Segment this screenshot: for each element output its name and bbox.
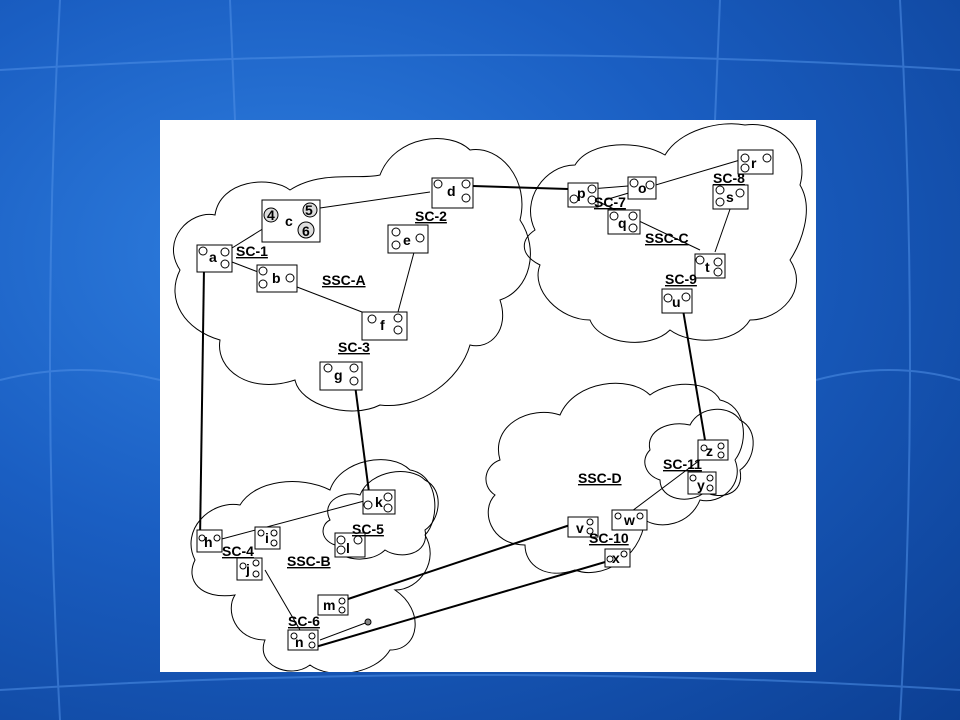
cluster-label-sc-11: SC-11 (663, 456, 702, 472)
node-label-r: r (751, 155, 757, 171)
cluster-label-sc-5: SC-5 (352, 521, 384, 537)
sub-node-6: 6 (302, 223, 310, 239)
link-u-z (682, 309, 706, 441)
node-label-i: i (265, 530, 269, 546)
cloud-sc-11 (644, 408, 754, 500)
node-label-h: h (204, 534, 213, 550)
cluster-label-sc-7: SC-7 (594, 194, 626, 210)
cluster-label-sc-9: SC-9 (665, 271, 697, 287)
node-label-g: g (334, 367, 343, 383)
link-g-k (354, 384, 371, 501)
node-label-j: j (245, 561, 250, 577)
node-label-x: x (612, 550, 620, 566)
node-label-n: n (295, 634, 304, 650)
node-label-v: v (576, 520, 584, 536)
node-label-c: c (285, 213, 293, 229)
node-label-k: k (375, 494, 383, 510)
link-n-x (311, 559, 613, 649)
cluster-label-sc-1: SC-1 (236, 243, 268, 259)
cluster-label-sc-4: SC-4 (222, 543, 254, 559)
link-a-h (199, 267, 205, 541)
network-diagram: a b c d e f g h i j k l m n o p q r s t … (173, 123, 807, 674)
node-label-m: m (323, 597, 335, 613)
domain-label-ssc-b: SSC-B (287, 553, 331, 569)
node-label-s: s (726, 189, 734, 205)
link-d-p (472, 185, 569, 190)
node-label-l: l (346, 540, 350, 556)
sub-node-4: 4 (267, 207, 275, 223)
domain-label-ssc-d: SSC-D (578, 470, 622, 486)
node-label-w: w (623, 512, 635, 528)
cluster-label-sc-3: SC-3 (338, 339, 370, 355)
cluster-label-sc-10: SC-10 (589, 530, 629, 546)
node-label-t: t (705, 259, 710, 275)
node-label-o: o (638, 180, 647, 196)
cluster-label-sc-8: SC-8 (713, 170, 745, 186)
domain-label-ssc-a: SSC-A (322, 272, 366, 288)
node-label-y: y (697, 477, 705, 493)
node-label-p: p (577, 185, 586, 201)
node-label-d: d (447, 183, 456, 199)
cloud-ssc-c (523, 123, 807, 343)
node-label-f: f (380, 317, 385, 333)
cloud-ssc-b (190, 459, 436, 674)
node-label-z: z (706, 443, 713, 459)
node-label-e: e (403, 232, 411, 248)
node-label-b: b (272, 270, 281, 286)
cloud-ssc-a (173, 138, 531, 412)
diagram-panel: a b c d e f g h i j k l m n o p q r s t … (160, 120, 816, 674)
node-label-a: a (209, 249, 217, 265)
cluster-label-sc-2: SC-2 (415, 208, 447, 224)
cluster-label-sc-6: SC-6 (288, 613, 320, 629)
node-label-u: u (672, 294, 681, 310)
link-m-v (344, 524, 571, 601)
sub-node-5: 5 (305, 202, 313, 218)
node-label-q: q (618, 215, 627, 231)
domain-label-ssc-c: SSC-C (645, 230, 689, 246)
